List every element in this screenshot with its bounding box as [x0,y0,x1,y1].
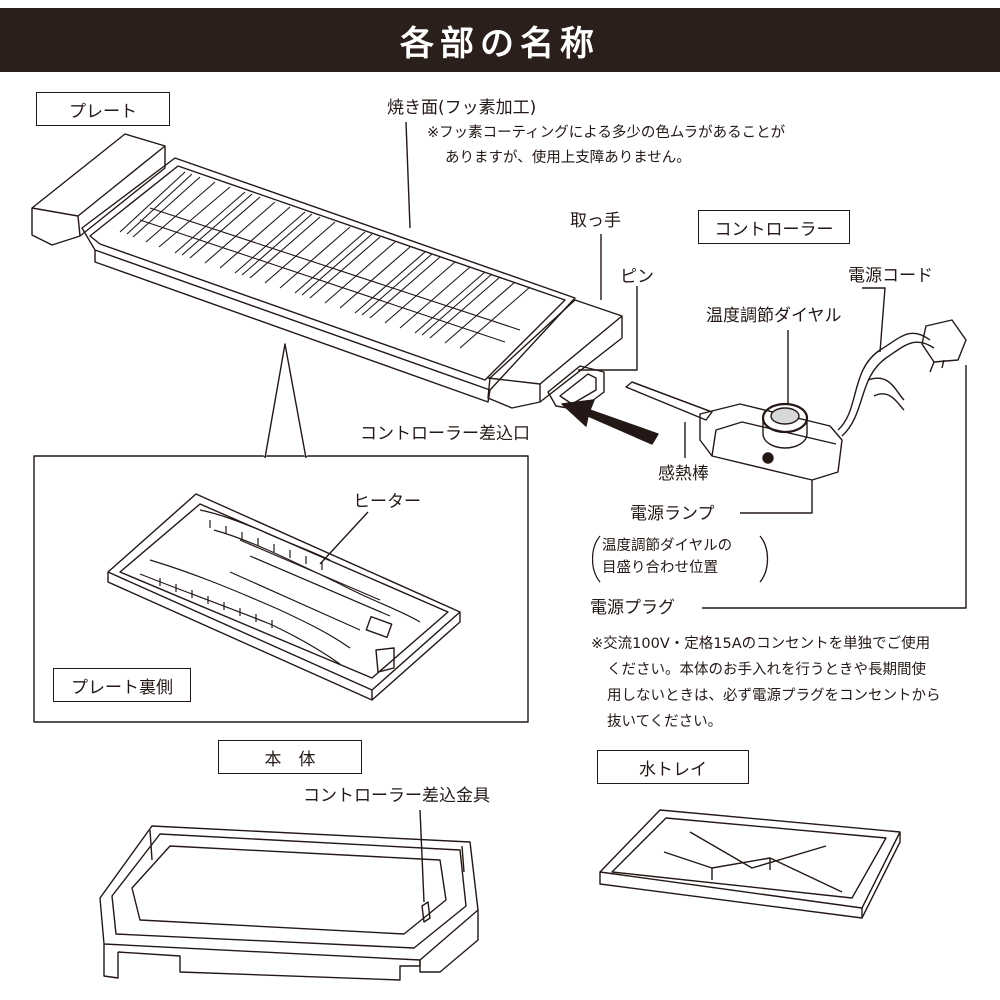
label-power-cord: 電源コード [848,266,933,286]
water-tray-illustration [599,809,901,919]
note-cooking-line1: ※フッ素コーティングによる多少の色ムラがあることが [427,125,786,141]
plate-back-illustration [107,493,461,701]
main-body-illustration [99,825,479,981]
note-plug-line3: 用しないときは、必ず電源プラグをコンセントから [607,688,941,704]
section-label-plate: プレート [36,92,170,126]
plate-illustration [31,133,623,411]
note-plug-line2: ください。本体のお手入れを行うときや長期間使 [607,662,926,678]
note-cooking-line2: ありますが、使用上支障ありません。 [445,150,691,166]
controller-illustration [625,319,967,481]
label-cooking-surface: 焼き面(フッ素加工) [387,98,537,118]
note-plug-line4: 抜いてください。 [607,714,723,730]
section-label-water-tray: 水トレイ [597,750,749,784]
note-plug-line1: ※交流100V・定格15Aのコンセントを単独でご使用 [591,636,931,652]
label-handle: 取っ手 [570,211,621,231]
label-power-plug: 電源プラグ [590,598,675,618]
section-label-body: 本 体 [218,740,362,774]
label-heater: ヒーター [353,492,421,512]
label-sensor-rod: 感熱棒 [658,464,709,484]
note-brackets [592,535,769,583]
label-power-lamp: 電源ランプ [630,504,715,524]
section-label-controller: コントローラー [698,210,850,244]
label-pin: ピン [620,267,654,287]
page-title: 各部の名称 [400,23,600,64]
header-bar: 各部の名称 [0,8,1000,72]
section-label-plate-back: プレート裏側 [53,668,191,702]
note-lamp-position: 温度調節ダイヤルの 目盛り合わせ位置 [602,538,733,576]
label-controller-fitting: コントローラー差込金具 [303,786,490,806]
label-controller-inlet: コントローラー差込口 [360,424,530,444]
label-temp-dial: 温度調節ダイヤル [706,306,842,326]
